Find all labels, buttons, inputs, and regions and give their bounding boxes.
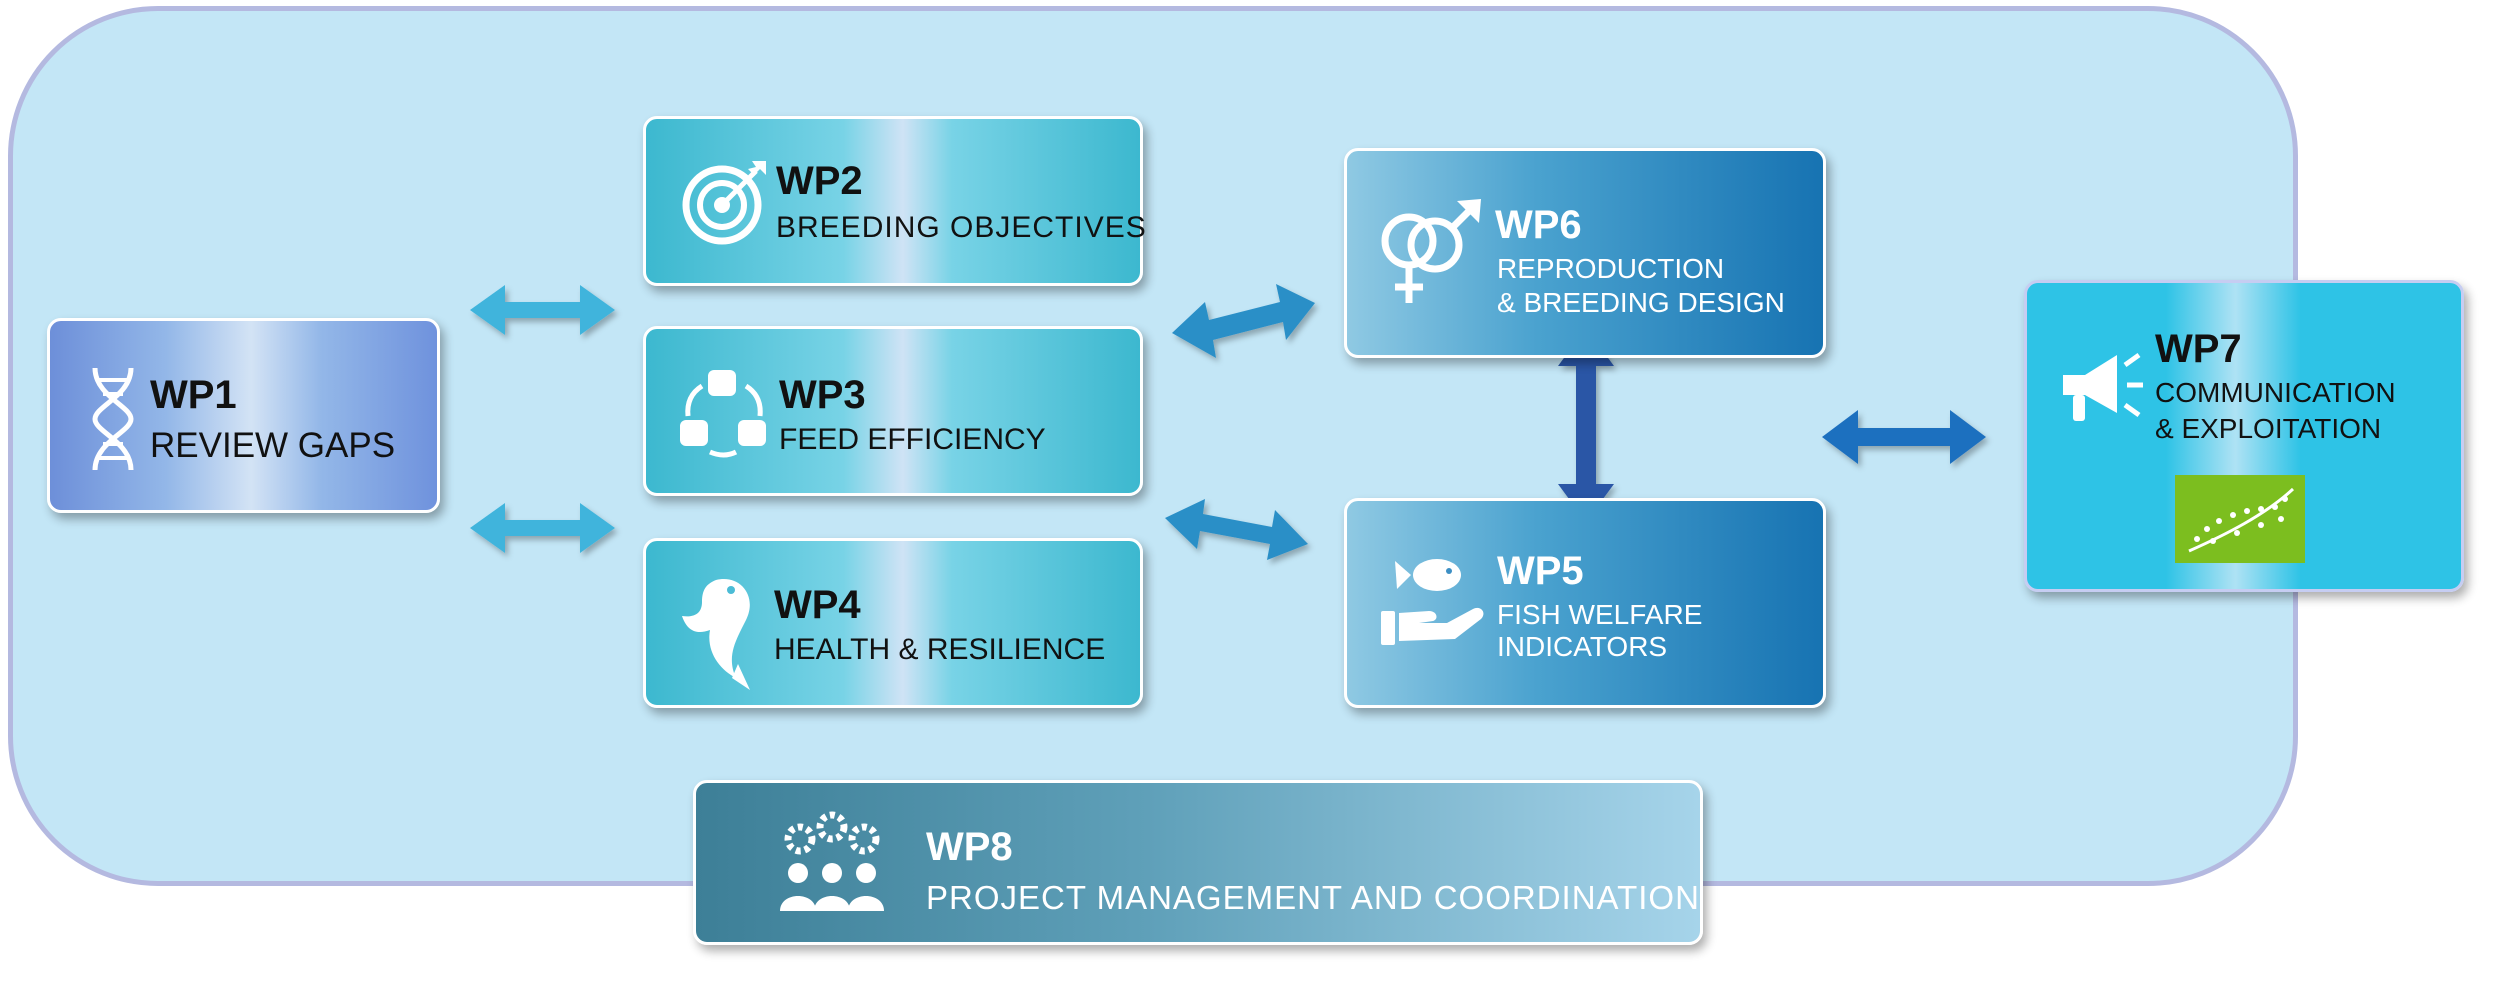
arrow-wp1-wp4 <box>470 503 615 553</box>
wp6-box[interactable]: WP6 REPRODUCTION & BREEDING DESIGN <box>1344 148 1826 358</box>
wp8-title: PROJECT MANAGEMENT AND COORDINATION <box>926 879 1700 916</box>
wp1-box[interactable]: WP1 REVIEW GAPS <box>47 318 440 513</box>
wp3-box[interactable]: WP3 FEED EFFICIENCY <box>643 326 1143 496</box>
team-gears-icon <box>780 811 884 911</box>
arrow-wp5-wp7 <box>1822 410 1986 464</box>
wp2-box[interactable]: WP2 BREEDING OBJECTIVES <box>643 116 1146 286</box>
arrow-wp2-wp6 <box>1172 284 1315 358</box>
wp5-title-line2: INDICATORS <box>1497 631 1668 662</box>
wp2-title: BREEDING OBJECTIVES <box>776 211 1147 244</box>
wp3-label: WP3 <box>779 373 866 417</box>
wp7-label: WP7 <box>2155 327 2242 371</box>
wp1-label: WP1 <box>150 373 237 417</box>
wp5-title-line1: FISH WELFARE <box>1497 599 1703 630</box>
arrow-wp6-wp5 <box>1558 328 1614 522</box>
gender-symbols-icon <box>1381 199 1481 303</box>
arrow-wp1-wp2 <box>470 285 615 335</box>
wp6-title-line1: REPRODUCTION <box>1497 253 1725 284</box>
wp7-title-line1: COMMUNICATION <box>2155 377 2396 408</box>
cycle-icon <box>680 370 766 458</box>
target-icon <box>682 161 766 245</box>
wp8-label: WP8 <box>926 825 1013 869</box>
wp4-title: HEALTH & RESILIENCE <box>774 633 1106 666</box>
megaphone-icon <box>2063 352 2143 421</box>
wp5-box[interactable]: WP5 FISH WELFARE INDICATORS <box>1344 498 1826 708</box>
wp7-title-line2: & EXPLOITATION <box>2155 413 2382 444</box>
wp6-title-line2: & BREEDING DESIGN <box>1497 287 1785 318</box>
hand-fish-icon <box>1381 559 1484 645</box>
wp3-title: FEED EFFICIENCY <box>779 423 1046 456</box>
wp1-title: REVIEW GAPS <box>150 426 396 465</box>
arrow-wp4-wp5 <box>1165 499 1308 560</box>
wp2-label: WP2 <box>776 159 863 203</box>
wp4-label: WP4 <box>774 583 861 627</box>
wp6-label: WP6 <box>1495 203 1582 247</box>
wp8-box[interactable]: WP8 PROJECT MANAGEMENT AND COORDINATION <box>693 780 1703 945</box>
dna-icon <box>92 367 134 471</box>
wp4-box[interactable]: WP4 HEALTH & RESILIENCE <box>643 538 1143 708</box>
eu-organic-leaf-logo <box>2175 475 2305 563</box>
wp7-box[interactable]: WP7 COMMUNICATION & EXPLOITATION <box>2024 280 2464 592</box>
wp5-label: WP5 <box>1497 549 1584 593</box>
fish-jump-icon <box>682 579 750 690</box>
